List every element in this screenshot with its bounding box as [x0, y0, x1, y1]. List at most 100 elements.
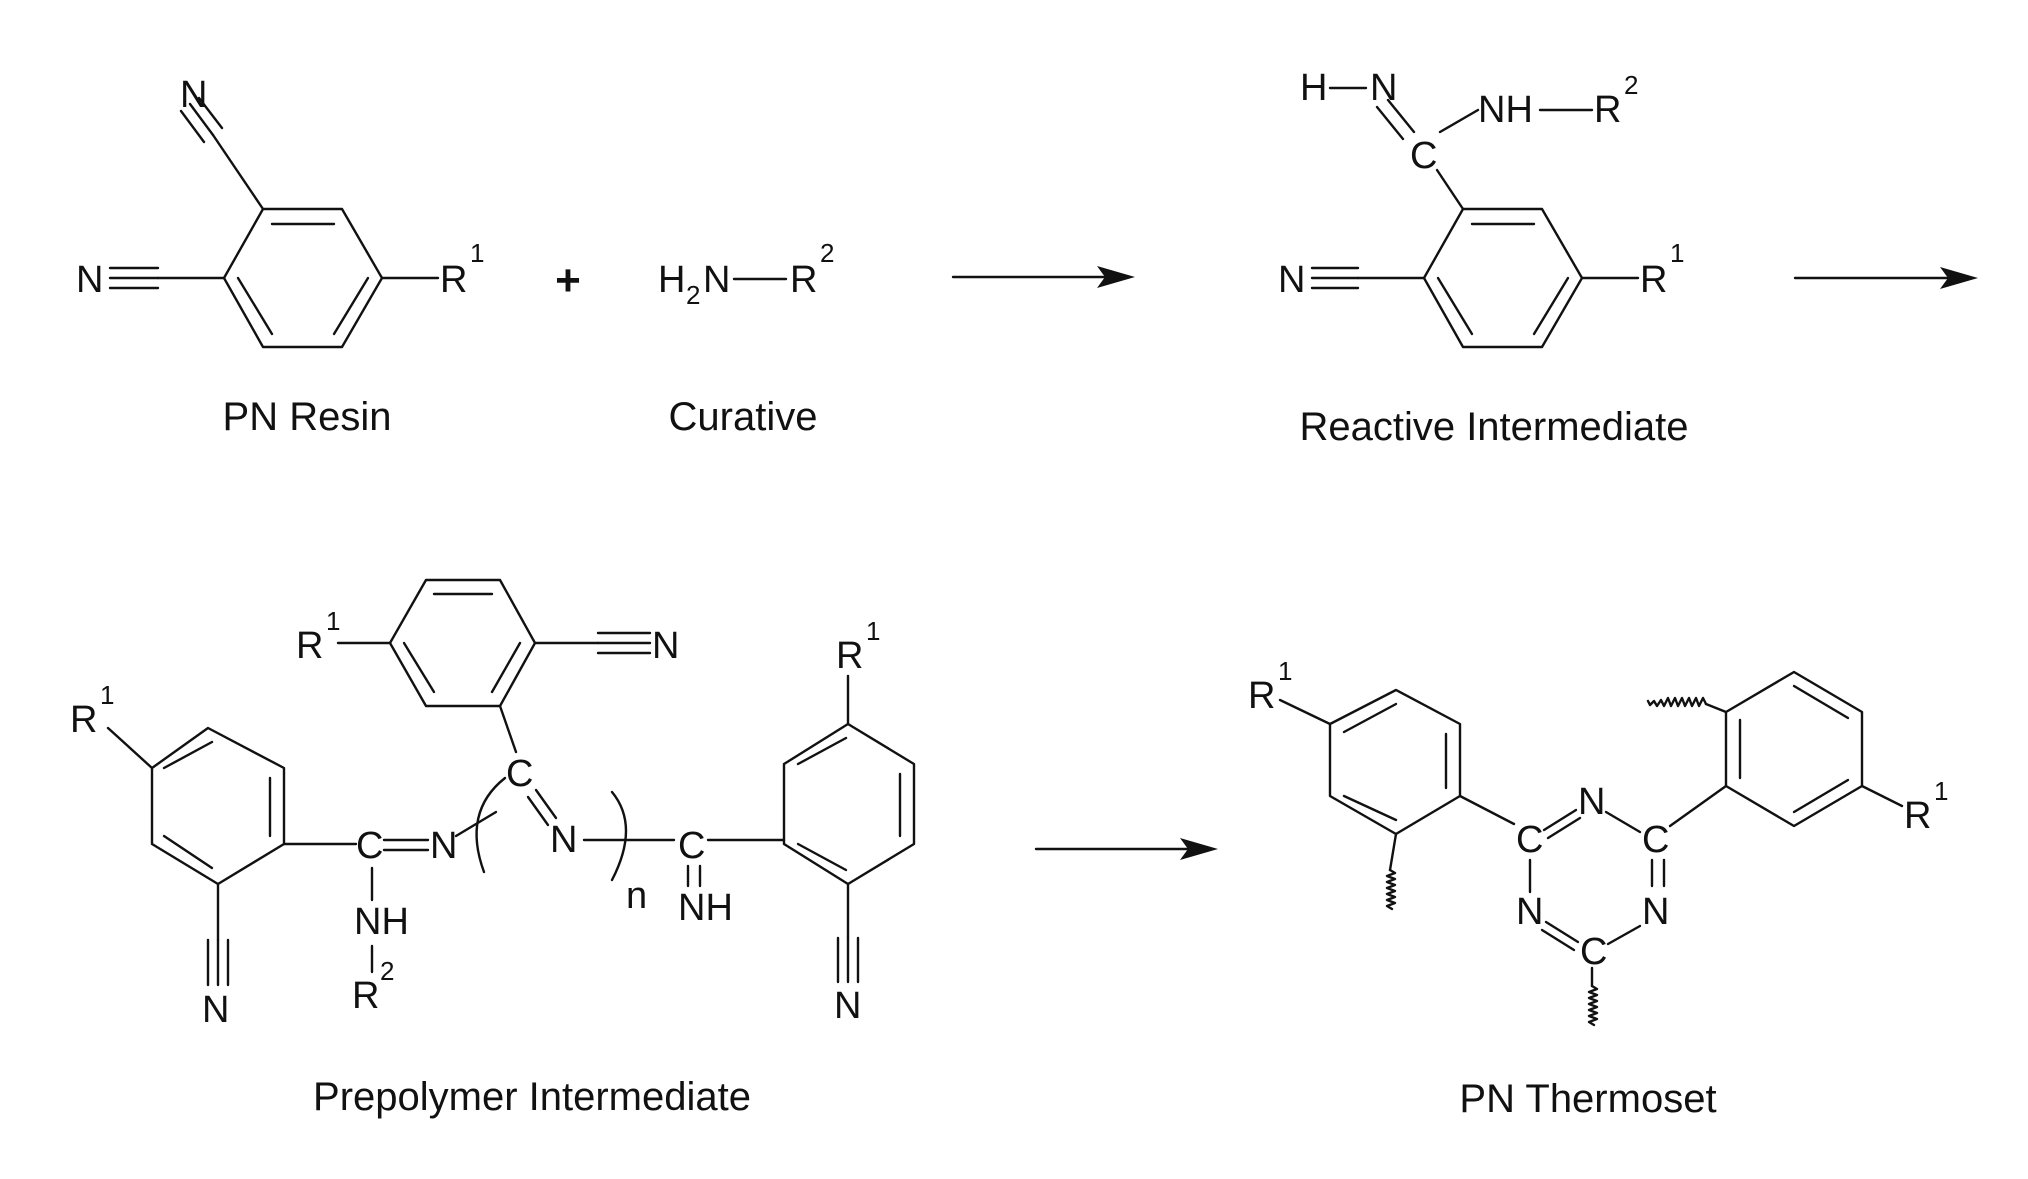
- intermediate-ring-inner-bond: [1532, 276, 1570, 336]
- pn-resin-triple-bond: [188, 102, 215, 137]
- atom-label: C: [1580, 931, 1607, 973]
- atom-label: N: [1370, 67, 1397, 109]
- atom-label: N: [1516, 891, 1543, 933]
- intermediate-benzene-ring: [1422, 207, 1584, 349]
- prepolymer-ring-inner-bond: [402, 641, 436, 694]
- triazine-double-bond: [1544, 920, 1580, 944]
- thermoset-right-ring: [1724, 670, 1864, 828]
- thermoset-bond: [1860, 784, 1904, 808]
- prepolymer-intermediate-structure: R 1 N C N NH R 2 R 1 N C: [70, 578, 916, 1031]
- superscript: 1: [326, 606, 340, 636]
- atom-label: N: [834, 985, 861, 1027]
- intermediate-bond: [1435, 168, 1465, 211]
- atom-label: N: [1278, 259, 1305, 301]
- prepolymer-ring-inner-bond: [796, 736, 848, 766]
- superscript: 1: [1670, 238, 1684, 268]
- prepolymer-bond: [498, 704, 518, 754]
- triazine-bond: [1606, 924, 1642, 946]
- subscript: 2: [686, 280, 700, 310]
- atom-label: N: [76, 259, 103, 301]
- superscript: 1: [100, 680, 114, 710]
- atom-label: R: [440, 259, 467, 301]
- curative-structure: H 2 N R 2: [658, 238, 834, 310]
- prepolymer-double-bond: [526, 795, 550, 827]
- thermoset-bond: [1458, 794, 1516, 826]
- plus-sign: +: [555, 256, 581, 305]
- thermoset-wavy-bond: [1646, 696, 1708, 708]
- thermoset-wavy-bond: [1587, 984, 1599, 1027]
- atom-label: R: [296, 625, 323, 667]
- thermoset-bond: [1388, 832, 1398, 872]
- atom-label: R: [352, 975, 379, 1017]
- atom-label: C: [1642, 819, 1669, 861]
- atom-label: N: [202, 989, 229, 1031]
- atom-label: NH: [1478, 89, 1533, 131]
- atom-label: N: [652, 625, 679, 667]
- atom-label: N: [1578, 781, 1605, 823]
- atom-label: N: [550, 819, 577, 861]
- atom-label: R: [1904, 795, 1931, 837]
- thermoset-ring-inner-bond: [1792, 778, 1850, 814]
- prepolymer-ring-inner-bond: [162, 834, 214, 870]
- atom-label: R: [836, 635, 863, 677]
- pn-thermoset-structure: R 1 C N C N C N R 1: [1248, 656, 1948, 1027]
- atom-label: NH: [678, 887, 733, 929]
- atom-label: H: [1300, 67, 1327, 109]
- prepolymer-left-ring: [150, 726, 286, 886]
- superscript: 1: [1934, 776, 1948, 806]
- triazine-double-bond: [1540, 928, 1576, 952]
- intermediate-bond: [1438, 108, 1480, 134]
- atom-label: R: [1248, 675, 1275, 717]
- pn-resin-triple-bond: [197, 96, 224, 130]
- reaction-arrow: [951, 266, 1135, 288]
- triazine-double-bond: [1542, 808, 1578, 832]
- repeat-unit-open-bracket: [475, 776, 507, 874]
- pn-resin-benzene-ring: [222, 207, 384, 349]
- atom-label: R: [1594, 89, 1621, 131]
- triazine-bond: [1604, 810, 1642, 834]
- prepolymer-intermediate-caption: Prepolymer Intermediate: [313, 1075, 751, 1119]
- reaction-arrow: [1793, 267, 1978, 289]
- repeat-count: n: [626, 875, 647, 917]
- intermediate-double-bond: [1386, 98, 1416, 134]
- atom-label: R: [790, 259, 817, 301]
- prepolymer-ring-inner-bond: [162, 740, 214, 770]
- atom-label: R: [1640, 259, 1667, 301]
- atom-label: N: [1642, 891, 1669, 933]
- atom-label: C: [356, 825, 383, 867]
- thermoset-bond: [1704, 702, 1728, 714]
- pn-resin-triple-bond: [179, 109, 206, 144]
- atom-label: H: [658, 259, 685, 301]
- curative-caption: Curative: [669, 395, 818, 439]
- thermoset-ring-inner-bond: [1342, 702, 1398, 734]
- prepolymer-bond: [454, 810, 498, 838]
- reactive-intermediate-caption: Reactive Intermediate: [1299, 405, 1688, 449]
- atom-label: N: [180, 74, 207, 116]
- thermoset-ring-inner-bond: [1342, 794, 1398, 822]
- atom-label: R: [70, 699, 97, 741]
- atom-label: C: [506, 753, 533, 795]
- atom-label: NH: [354, 901, 409, 943]
- pn-resin-ring-inner-bond: [332, 276, 370, 336]
- pn-resin-ring-inner-bond: [236, 276, 274, 336]
- thermoset-left-ring: [1328, 688, 1462, 836]
- superscript: 2: [380, 956, 394, 986]
- atom-label: N: [430, 825, 457, 867]
- thermoset-wavy-bond: [1385, 868, 1397, 911]
- superscript: 1: [1278, 656, 1292, 686]
- atom-label: N: [703, 259, 730, 301]
- atom-label: C: [1516, 819, 1543, 861]
- superscript: 2: [1624, 70, 1638, 100]
- pn-thermoset-caption: PN Thermoset: [1459, 1077, 1716, 1121]
- prepolymer-top-ring: [388, 578, 537, 708]
- superscript: 1: [866, 616, 880, 646]
- reaction-arrow: [1034, 838, 1218, 860]
- pn-resin-structure: N N R 1: [76, 74, 484, 349]
- intermediate-double-bond: [1375, 105, 1405, 141]
- repeat-unit-close-bracket: [610, 790, 628, 882]
- prepolymer-ring-inner-bond: [490, 641, 522, 694]
- prepolymer-double-bond: [534, 788, 558, 820]
- prepolymer-right-ring: [782, 722, 916, 886]
- triazine-double-bond: [1546, 816, 1582, 840]
